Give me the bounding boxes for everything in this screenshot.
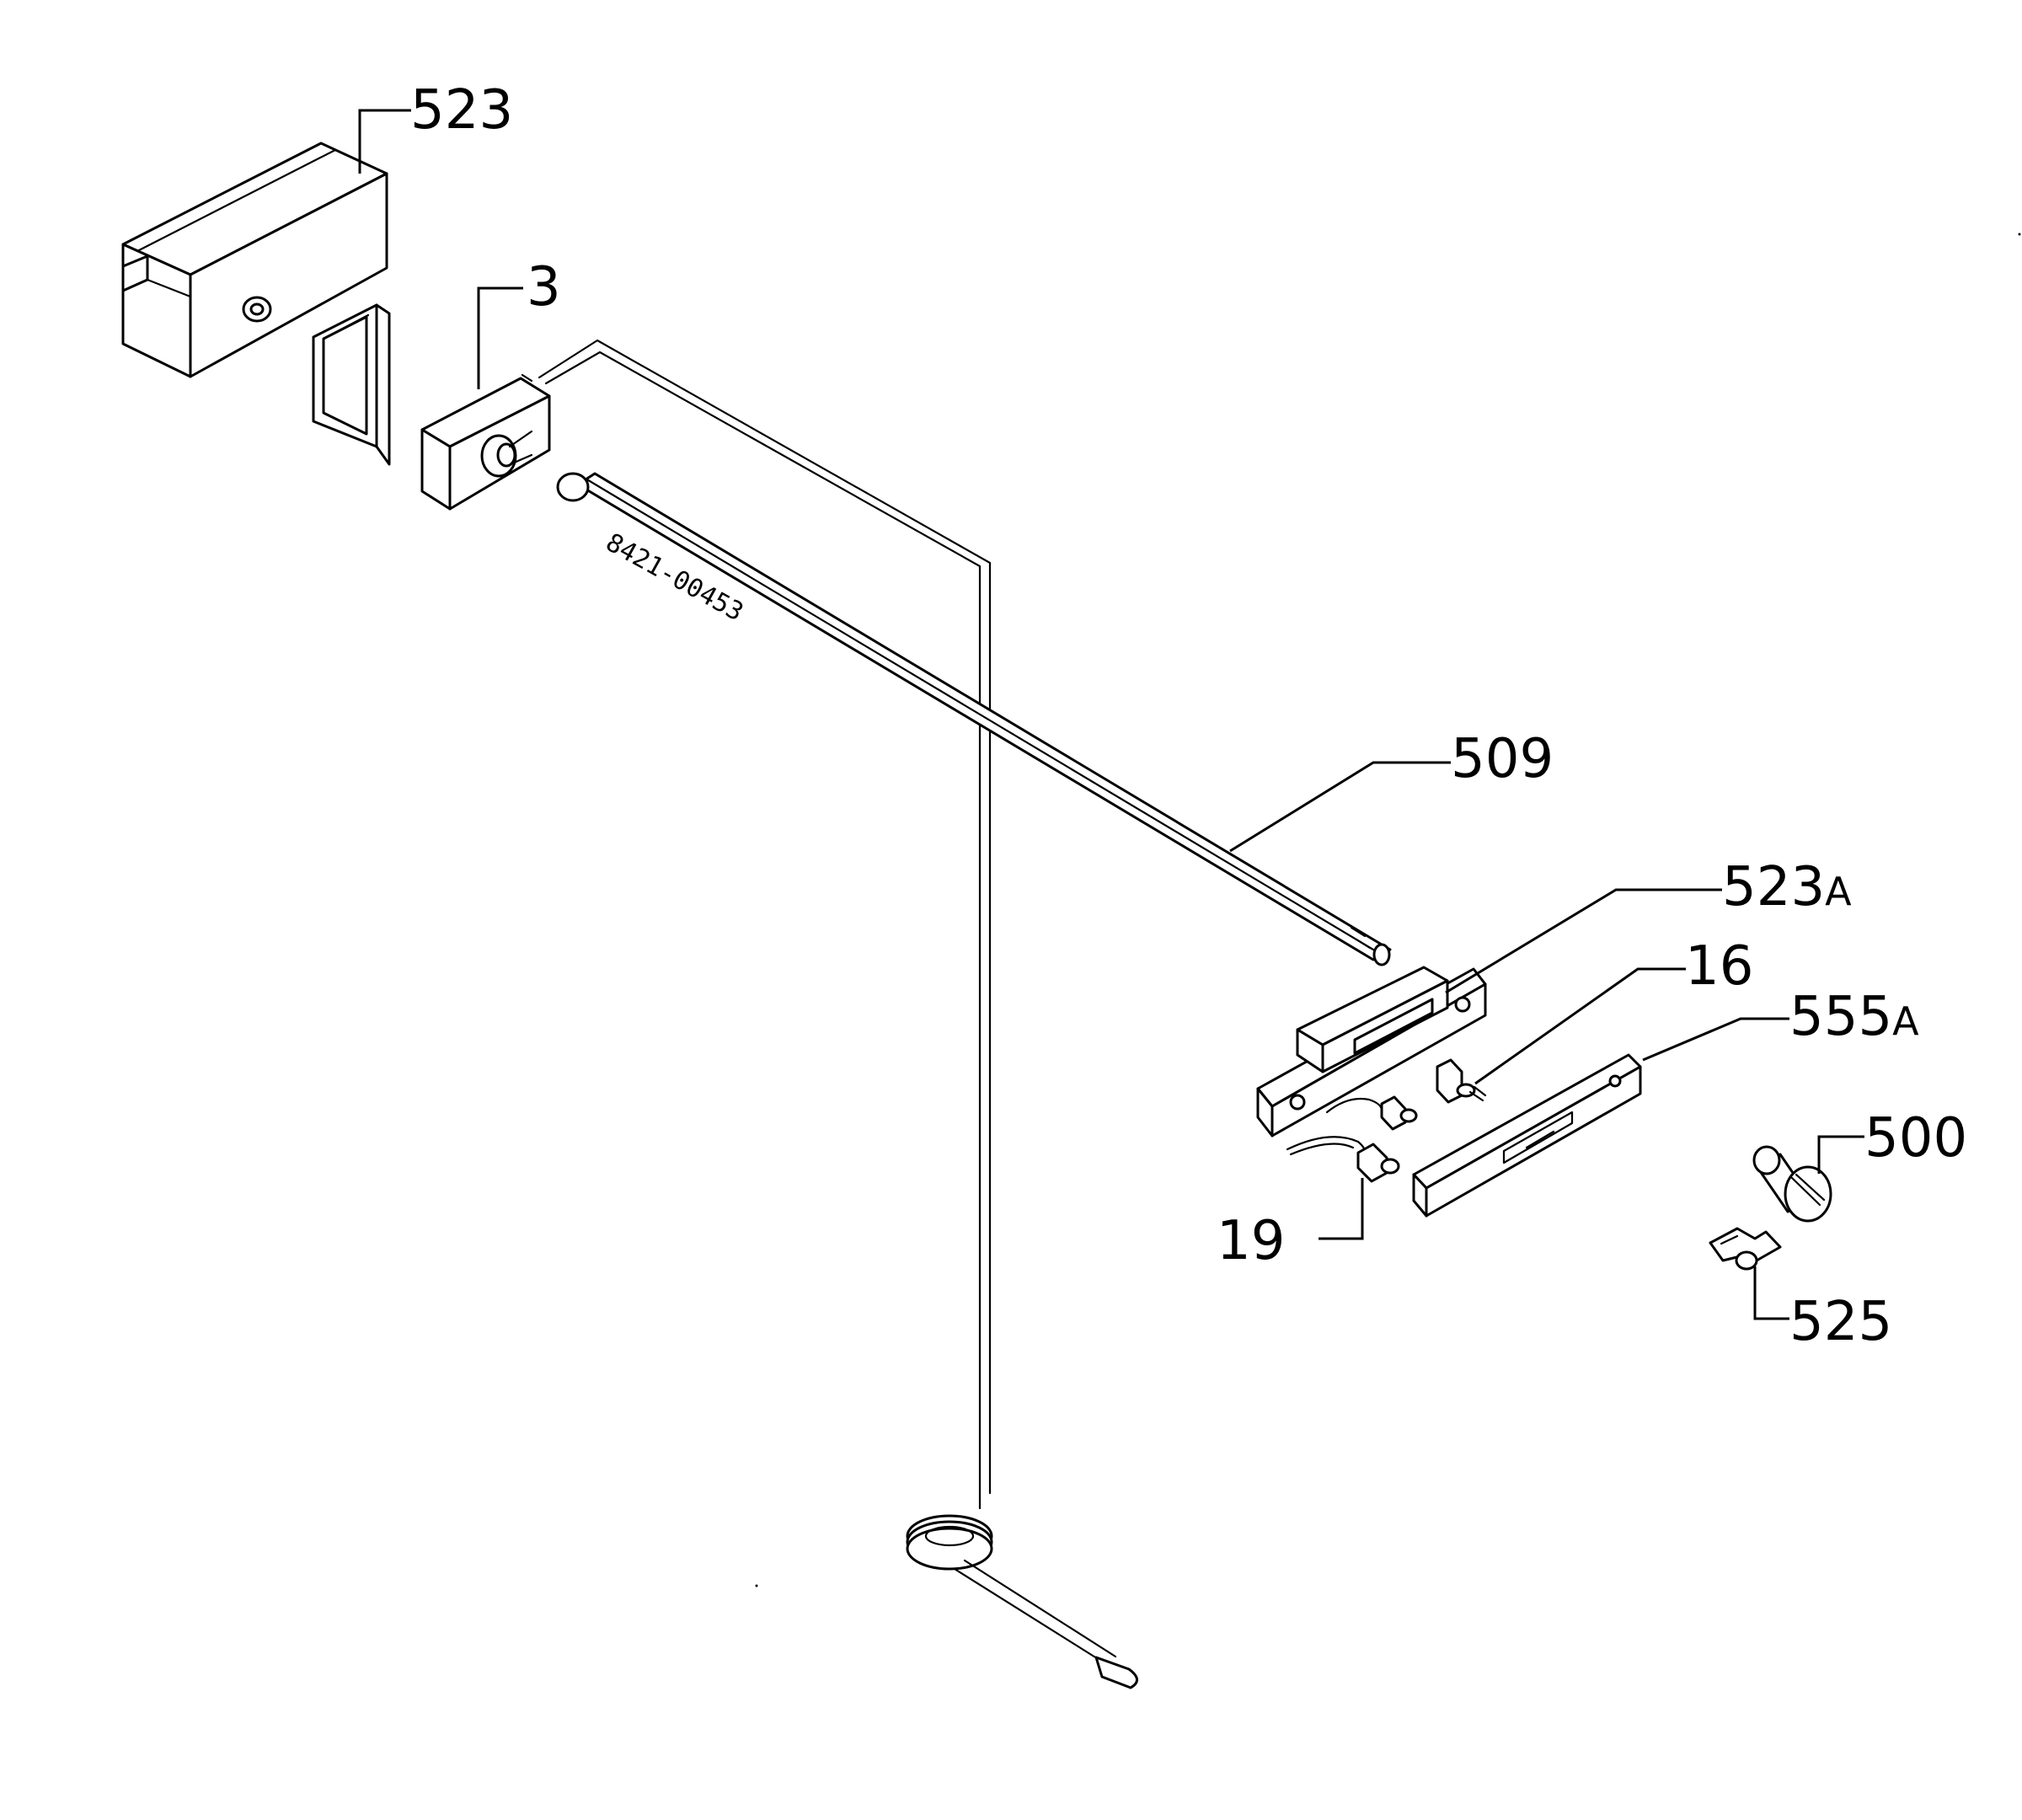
callout-523a-suffix: A [1825, 869, 1852, 914]
capillary-tube [538, 339, 1138, 1689]
part-3-thermostat-body [420, 373, 551, 511]
part-16-lamp-holder [1436, 1058, 1487, 1104]
callout-523: 523 [410, 79, 513, 142]
part-523a-mounting-bracket [1256, 966, 1487, 1138]
callout-525: 525 [1789, 1291, 1892, 1353]
leader-3 [477, 286, 523, 389]
callout-3: 3 [527, 256, 561, 318]
callout-523a-number: 523 [1722, 856, 1825, 918]
part-523-housing-cover [121, 142, 391, 466]
callout-523a: 523A [1722, 856, 1852, 918]
callout-555a: 555A [1789, 986, 1919, 1048]
scan-speck [2018, 233, 2021, 236]
callout-19: 19 [1217, 1210, 1285, 1272]
leader-525 [1753, 1266, 1789, 1320]
callout-labels: 523 3 509 523A 16 555A 500 19 525 [410, 79, 1967, 1353]
leader-555a [1642, 1017, 1789, 1062]
callout-555a-suffix: A [1892, 998, 1919, 1044]
callout-500: 500 [1864, 1107, 1967, 1170]
callout-555a-number: 555 [1789, 986, 1892, 1048]
callout-16: 16 [1685, 935, 1753, 998]
leader-523a [1445, 888, 1722, 994]
scan-speck [755, 1584, 758, 1587]
part-500-knob-screw [1752, 1145, 1832, 1223]
leader-lines [358, 109, 1864, 1320]
callout-509: 509 [1451, 728, 1554, 790]
part-19-wired-lamp [1286, 1095, 1418, 1183]
part-525-clip [1709, 1227, 1782, 1271]
part-509-control-shaft: 8421-00453 [556, 472, 1392, 966]
leader-19 [1319, 1178, 1364, 1240]
leader-523 [358, 109, 411, 174]
leader-16 [1474, 967, 1686, 1085]
leader-509 [1229, 761, 1451, 853]
leader-500 [1817, 1135, 1864, 1174]
part-555a-trim-strip [1412, 1053, 1642, 1218]
